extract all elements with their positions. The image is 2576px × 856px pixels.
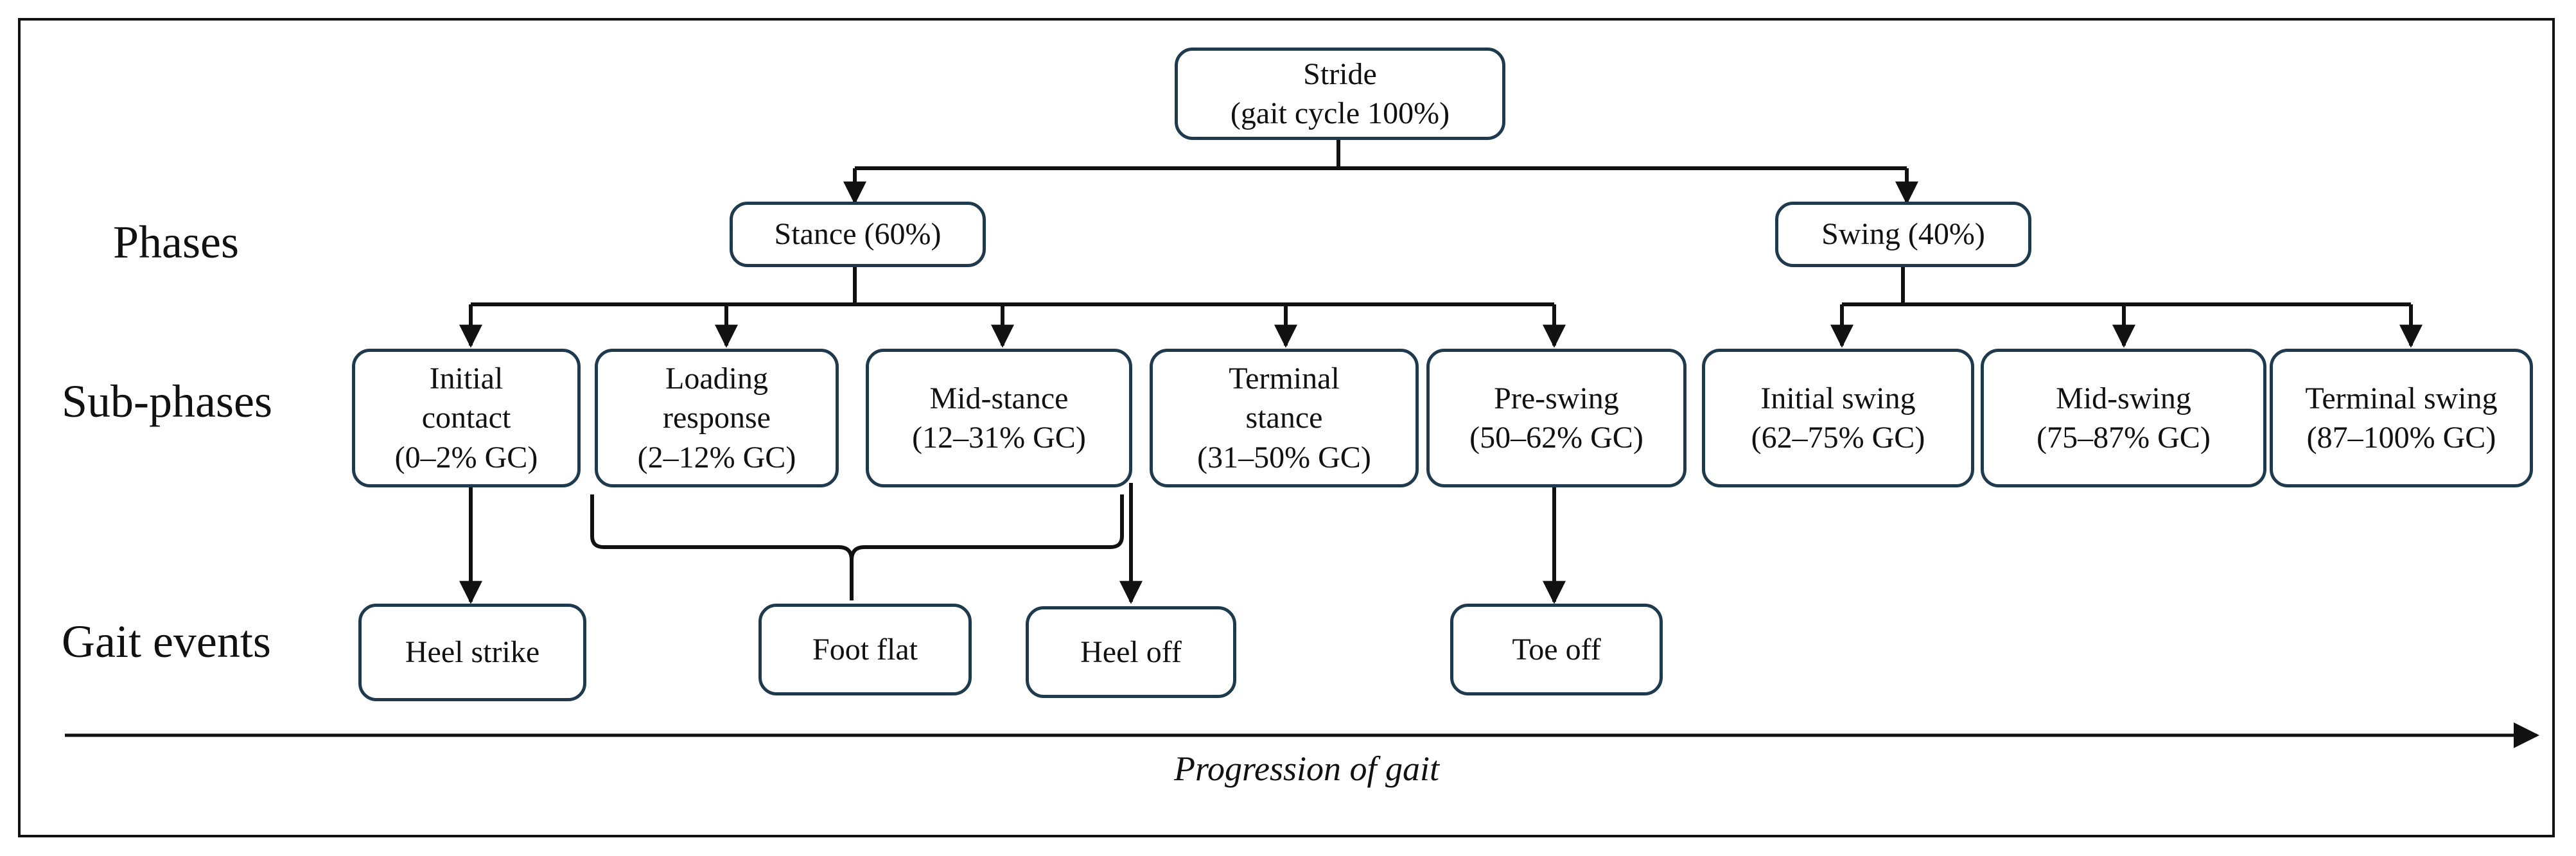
subphase-terminal-swing-label: Terminal swing (87–100% GC) [2305, 381, 2498, 455]
phase-stance-box: Stance (60%) [730, 202, 986, 267]
subphase-mid-swing-box: Mid-swing (75–87% GC) [1981, 349, 2266, 487]
subphase-initial-swing-label: Initial swing (62–75% GC) [1751, 381, 1925, 455]
row-label-sub-phases: Sub-phases [62, 376, 272, 427]
event-heel-strike-label: Heel strike [405, 635, 540, 670]
subphase-terminal-stance-box: Terminal stance (31–50% GC) [1150, 349, 1419, 487]
phase-swing-box: Swing (40%) [1775, 202, 2031, 267]
subphase-pre-swing-box: Pre-swing (50–62% GC) [1426, 349, 1687, 487]
subphase-loading-response-box: Loading response (2–12% GC) [595, 349, 839, 487]
progression-axis-label: Progression of gait [1174, 749, 1440, 788]
event-heel-off-label: Heel off [1080, 634, 1182, 669]
subphase-initial-contact-box: Initial contact (0–2% GC) [352, 349, 581, 487]
phase-stance-label: Stance (60%) [774, 217, 942, 252]
event-heel-strike-box: Heel strike [358, 604, 586, 701]
phase-swing-label: Swing (40%) [1821, 217, 1985, 252]
subphase-terminal-swing-box: Terminal swing (87–100% GC) [2270, 349, 2533, 487]
subphase-loading-response-label: Loading response (2–12% GC) [637, 361, 796, 475]
event-foot-flat-label: Foot flat [812, 632, 918, 667]
foot-flat-brace [590, 494, 1124, 600]
diagram-frame [18, 18, 2555, 837]
subphase-initial-swing-box: Initial swing (62–75% GC) [1702, 349, 1974, 487]
event-foot-flat-box: Foot flat [758, 604, 972, 695]
subphase-terminal-stance-label: Terminal stance (31–50% GC) [1197, 361, 1371, 475]
row-label-phases: Phases [113, 216, 239, 268]
event-toe-off-label: Toe off [1512, 632, 1601, 667]
row-label-gait-events: Gait events [62, 616, 271, 667]
subphase-initial-contact-label: Initial contact (0–2% GC) [394, 361, 538, 475]
event-heel-off-box: Heel off [1026, 606, 1236, 698]
subphase-mid-stance-label: Mid-stance (12–31% GC) [912, 381, 1086, 455]
event-toe-off-box: Toe off [1450, 604, 1663, 695]
stride-box: Stride (gait cycle 100%) [1175, 48, 1505, 140]
subphase-pre-swing-label: Pre-swing (50–62% GC) [1469, 381, 1643, 455]
subphase-mid-swing-label: Mid-swing (75–87% GC) [2037, 381, 2211, 455]
stride-label: Stride (gait cycle 100%) [1230, 57, 1450, 130]
subphase-mid-stance-box: Mid-stance (12–31% GC) [866, 349, 1132, 487]
